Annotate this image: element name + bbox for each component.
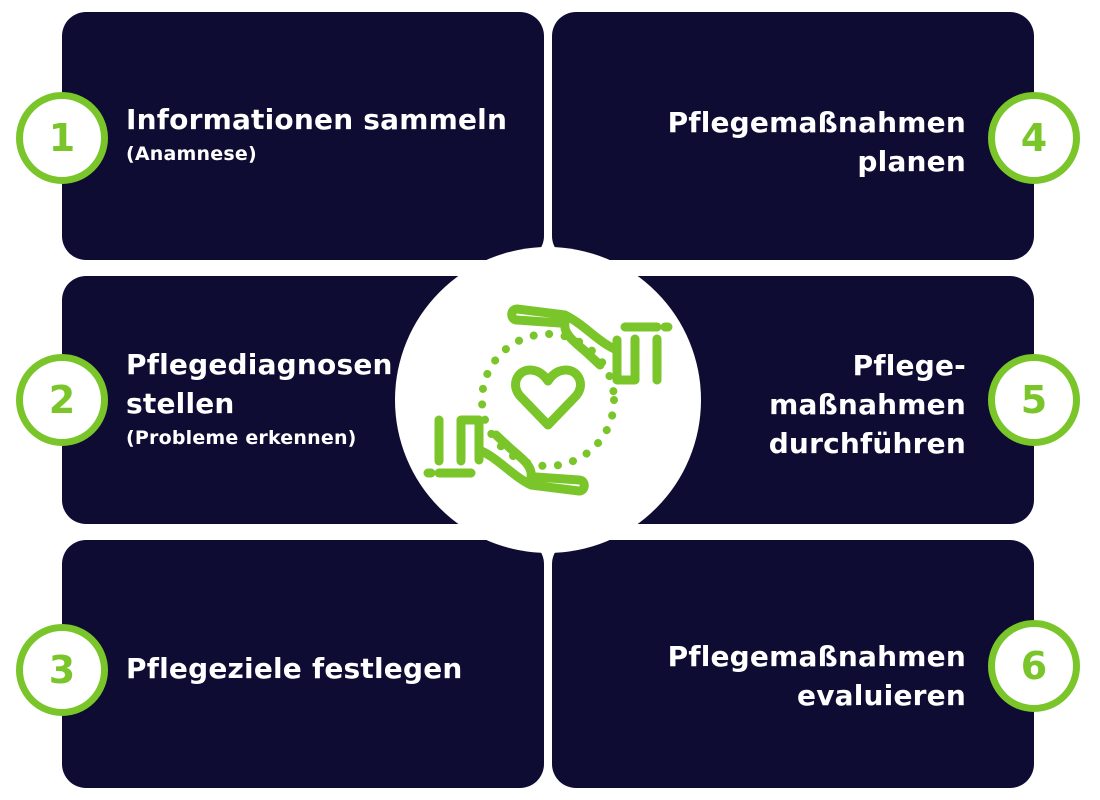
step-5-title-line-2: maßnahmen <box>769 388 966 421</box>
step-6-title-line-2: evaluieren <box>797 679 966 712</box>
step-5-title-line-3: durchführen <box>768 427 966 460</box>
step-2-title-line-1: Pflegediagnosen <box>126 348 393 381</box>
step-card-6 <box>552 540 1034 788</box>
step-4-title-line-1: Pflegemaßnahmen <box>667 106 966 139</box>
step-6-text: Pflegemaßnahmen evaluieren <box>668 637 966 715</box>
step-3-text: Pflegeziele festlegen <box>126 649 463 688</box>
step-3-title: Pflegeziele festlegen <box>126 652 463 685</box>
step-1-number-badge: 1 <box>16 92 108 184</box>
step-3-number-badge: 3 <box>16 624 108 716</box>
step-2-text: Pflegediagnosen stellen (Probleme erkenn… <box>126 345 393 453</box>
step-5-text: Pflege- maßnahmen durchführen <box>769 346 966 463</box>
step-4-number-badge: 4 <box>988 92 1080 184</box>
step-card-3 <box>62 540 544 788</box>
step-5-title-line-1: Pflege- <box>852 349 966 382</box>
hands-heart-care-icon <box>423 304 673 496</box>
step-4-text: Pflegemaßnahmen planen <box>668 103 966 181</box>
step-1-title: Informationen sammeln <box>126 103 508 136</box>
step-6-title-line-1: Pflegemaßnahmen <box>667 640 966 673</box>
center-circle <box>395 247 701 553</box>
step-6-number-badge: 6 <box>988 620 1080 712</box>
step-card-4 <box>552 12 1034 260</box>
step-1-subtitle: (Anamnese) <box>126 143 257 165</box>
step-4-title-line-2: planen <box>857 145 966 178</box>
step-1-text: Informationen sammeln (Anamnese) <box>126 100 507 169</box>
step-2-number-badge: 2 <box>16 354 108 446</box>
step-5-number-badge: 5 <box>988 354 1080 446</box>
step-2-subtitle: (Probleme erkennen) <box>126 427 357 449</box>
step-2-title-line-2: stellen <box>126 387 235 420</box>
step-card-1 <box>62 12 544 260</box>
